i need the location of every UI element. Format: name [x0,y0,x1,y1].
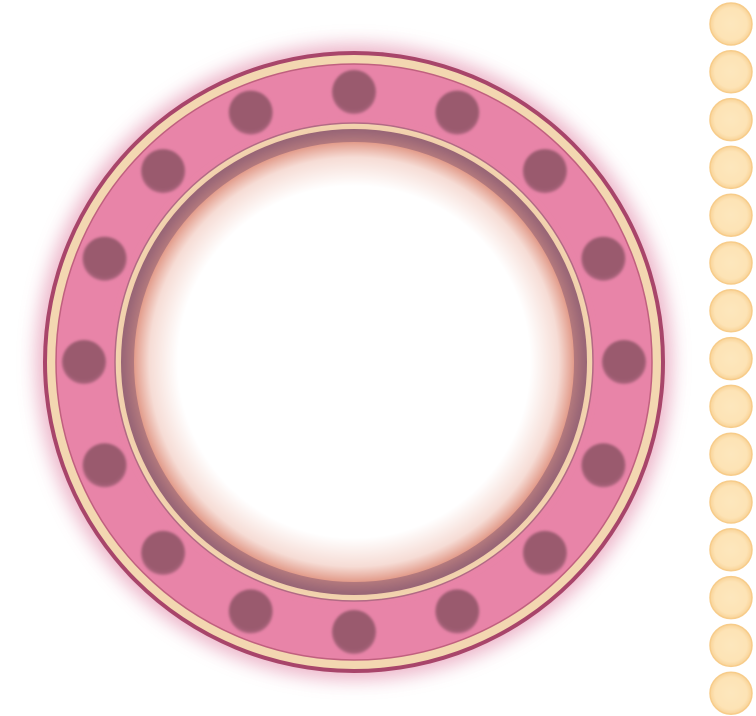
bead-15 [709,671,753,715]
bead-10 [709,432,753,476]
bead-8 [709,336,753,381]
nucleus-9 [332,610,376,654]
nucleus-5 [602,340,646,384]
nucleus-16 [228,90,273,135]
bead-3 [709,97,753,142]
nucleus-15 [141,149,186,194]
bead-7 [709,289,753,333]
nucleus-13 [62,340,106,384]
bead-6 [709,241,753,285]
nucleus-8 [435,589,480,634]
bead-1 [709,2,753,46]
bead-5 [709,193,753,237]
bead-13 [709,575,753,620]
bead-14 [709,623,753,668]
nucleus-12 [82,443,127,488]
nucleus-3 [522,149,567,194]
ring-group [36,44,672,680]
bead-4 [709,145,753,190]
nucleus-1 [332,70,376,114]
bead-2 [709,50,753,94]
bead-11 [709,480,753,524]
bead-column [709,2,753,715]
bead-12 [709,528,753,572]
nucleus-6 [581,443,626,488]
nuclei-group [62,70,646,654]
nucleus-7 [522,530,567,575]
nucleus-2 [435,90,480,135]
nucleus-14 [82,236,127,281]
lumen [134,142,574,582]
nucleus-10 [228,589,273,634]
bead-9 [709,384,753,429]
nucleus-4 [581,236,626,281]
nucleus-11 [141,530,186,575]
